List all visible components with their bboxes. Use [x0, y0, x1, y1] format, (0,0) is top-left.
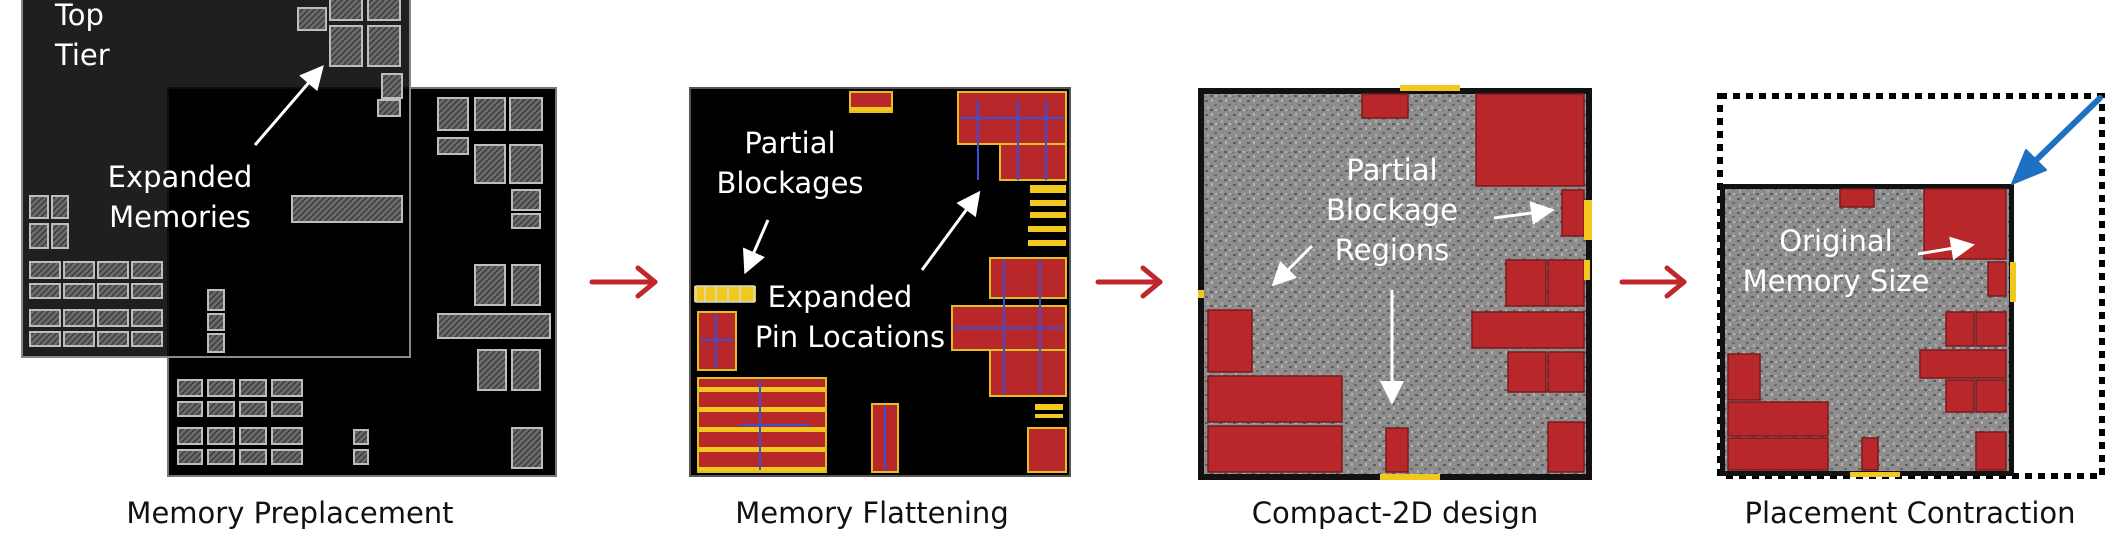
- partial-blockages-arrow: [742, 219, 770, 275]
- top-tier-label-line1: Top: [54, 0, 104, 32]
- pin-locations: [700, 100, 1064, 470]
- blockage-arrow-left: [1271, 244, 1314, 287]
- compact-macros: [1207, 93, 1585, 473]
- top-tier-label-line2: Tier: [54, 38, 110, 72]
- partial-blockages-label-line1: Partial: [744, 126, 835, 160]
- blockage-regions-label-line1: Partial: [1346, 153, 1437, 187]
- flow-arrow-2: [1095, 265, 1163, 299]
- flow-arrow-1: [589, 265, 658, 299]
- pin-markers-yellow: [1198, 85, 1592, 480]
- caption-compact-2d: Compact-2D design: [1252, 496, 1538, 530]
- expanded-memories-label-line2: Memories: [109, 200, 251, 234]
- panel-placement-contraction: Original Memory Size Placement Contracti…: [1717, 93, 2105, 530]
- blockage-regions-label-line3: Regions: [1335, 233, 1449, 267]
- original-memory-label-line1: Original: [1779, 224, 1892, 258]
- expanded-memories-label-line1: Expanded: [108, 160, 253, 194]
- partial-blockages-label-line2: Blockages: [716, 166, 863, 200]
- caption-placement-contraction: Placement Contraction: [1744, 496, 2075, 530]
- panel-compact-2d-design: Partial Blockage Regions Compact-2D desi…: [1198, 85, 1592, 530]
- panel-memory-preplacement: Top Tier Expanded Memories Memory Prepla…: [21, 0, 557, 530]
- original-memory-arrow: [1917, 236, 1975, 261]
- expanded-pins-label-line1: Expanded: [768, 280, 913, 314]
- contraction-arrow: [2011, 95, 2103, 185]
- blockage-regions-label-line2: Blockage: [1326, 193, 1458, 227]
- expanded-memories-arrow: [253, 65, 324, 146]
- expanded-pins-label-line2: Pin Locations: [755, 320, 945, 354]
- blockage-arrow-right: [1493, 201, 1555, 225]
- flow-arrow-3: [1619, 265, 1687, 299]
- panel-memory-flattening: Partial Blockages Expanded Pin Locations…: [689, 87, 1071, 530]
- original-memory-label-line2: Memory Size: [1743, 264, 1930, 298]
- top-tier-die: Top Tier Expanded Memories: [21, 0, 411, 358]
- contracted-pin-markers: [1850, 262, 2016, 477]
- caption-memory-preplacement: Memory Preplacement: [126, 496, 453, 530]
- caption-memory-flattening: Memory Flattening: [735, 496, 1008, 530]
- partial-blockage-mark: [695, 285, 755, 303]
- expanded-pins-arrow: [920, 190, 981, 271]
